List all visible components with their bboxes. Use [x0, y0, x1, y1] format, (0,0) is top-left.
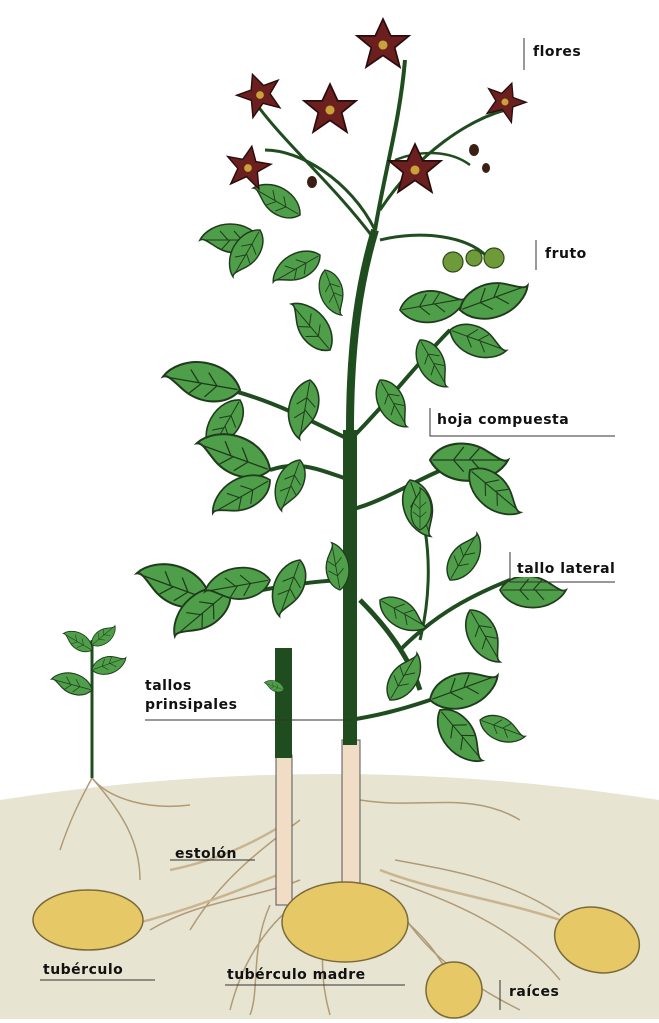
small-sprout	[49, 621, 129, 778]
underground-stem-left	[276, 755, 292, 905]
label-tuberculo-madre: tubérculo madre	[224, 967, 369, 983]
cut-main-stem	[275, 648, 292, 758]
label-flores: flores	[530, 44, 584, 60]
tuber-bottom-center	[426, 962, 482, 1018]
label-tuberculo: tubérculo	[40, 962, 126, 978]
label-hoja-compuesta: hoja compuesta	[434, 412, 572, 428]
label-raices: raíces	[506, 984, 562, 1000]
fruits	[443, 248, 504, 272]
tuber-left	[33, 890, 143, 950]
mother-tuber	[282, 882, 408, 962]
label-estolon: estolón	[172, 846, 240, 862]
label-tallo-lateral: tallo lateral	[514, 561, 618, 577]
label-tallos-principales: tallos prinsipales	[142, 677, 240, 715]
label-fruto: fruto	[542, 246, 590, 262]
underground-stem-right	[342, 740, 360, 905]
